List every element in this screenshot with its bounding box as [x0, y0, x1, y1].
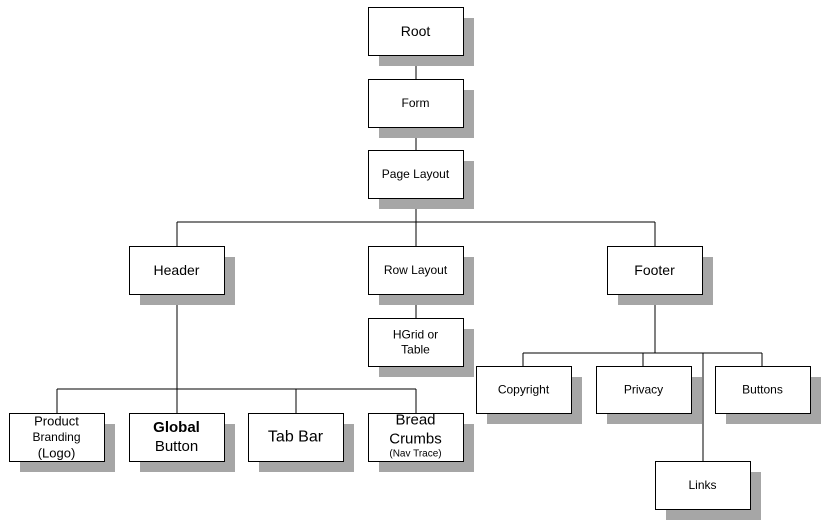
node-label-page-layout-line-1: Page Layout — [382, 167, 450, 181]
node-copyright: Copyright — [476, 366, 582, 424]
node-label-hgrid-line-1: HGrid or — [393, 328, 438, 342]
node-header: Header — [129, 246, 235, 305]
node-label-global-button-line-2: Button — [155, 438, 198, 455]
node-box — [368, 246, 464, 295]
node-box — [715, 366, 811, 414]
node-label-bread-crumbs-line-2: Crumbs — [389, 431, 442, 448]
node-tab-bar: Tab Bar — [248, 413, 354, 472]
node-label-copyright-line-1: Copyright — [498, 383, 550, 397]
node-page-layout: Page Layout — [368, 150, 474, 209]
node-form: Form — [368, 79, 474, 138]
node-label-product-branding-line-3: (Logo) — [38, 446, 76, 461]
node-label-hgrid-line-2: Table — [401, 343, 430, 357]
node-box — [9, 413, 105, 462]
node-label-bread-crumbs-line-3: (Nav Trace) — [389, 449, 441, 460]
node-row-layout: Row Layout — [368, 246, 474, 305]
node-label-form-line-1: Form — [402, 96, 430, 110]
node-label-header-line-1: Header — [154, 262, 200, 278]
node-label-bread-crumbs-line-1: Bread — [395, 412, 435, 429]
node-box — [368, 79, 464, 128]
node-label-buttons-line-1: Buttons — [742, 383, 783, 397]
node-label-links-line-1: Links — [688, 478, 716, 492]
node-label-tab-bar-line-1: Tab Bar — [268, 429, 324, 446]
node-root: Root — [368, 7, 474, 66]
node-box — [368, 150, 464, 199]
node-label-row-layout-line-1: Row Layout — [384, 263, 448, 277]
node-privacy: Privacy — [596, 366, 702, 424]
node-label-root-line-1: Root — [401, 23, 431, 39]
node-box — [368, 7, 464, 56]
node-buttons: Buttons — [715, 366, 821, 424]
node-box — [129, 413, 225, 462]
node-box — [596, 366, 692, 414]
node-box — [607, 246, 703, 295]
node-box — [368, 413, 464, 462]
node-label-footer-line-1: Footer — [634, 262, 675, 278]
node-box — [476, 366, 572, 414]
node-box — [655, 461, 751, 510]
node-box — [248, 413, 344, 462]
node-box — [368, 318, 464, 367]
connectors — [56, 55, 763, 461]
node-label-global-button-line-1: Global — [153, 419, 200, 436]
node-box — [129, 246, 225, 295]
node-footer: Footer — [607, 246, 713, 305]
node-label-privacy-line-1: Privacy — [624, 383, 663, 397]
node-label-product-branding-line-2: Branding — [32, 430, 80, 444]
node-links: Links — [655, 461, 761, 520]
node-label-product-branding-line-1: Product — [34, 414, 79, 429]
